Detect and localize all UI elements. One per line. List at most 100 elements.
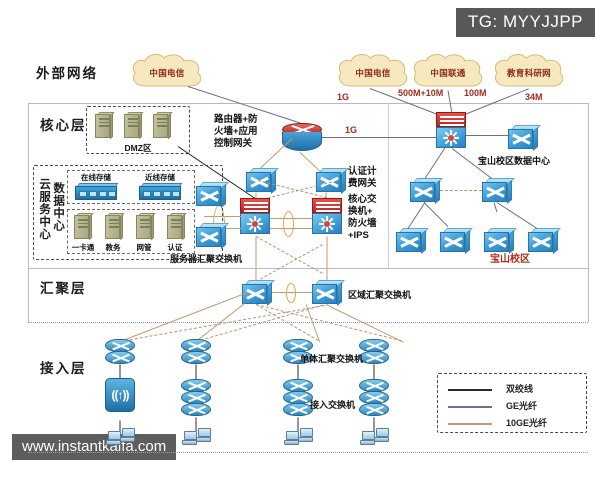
- app-server-card: [74, 213, 94, 241]
- legend-label-ge-fiber: GE光纤: [506, 401, 538, 411]
- link-core-left-to-regional-left: [255, 236, 257, 283]
- cloud-cernet: 教育科研网: [490, 52, 568, 94]
- baoshan-access-switch-4: [528, 228, 561, 254]
- cloud-shape-icon: [132, 53, 202, 87]
- client-pcs-2: [182, 428, 214, 445]
- callout-router: 路由器+防 火墙+应用 控制网关: [214, 114, 258, 149]
- client-pcs-4: [360, 428, 392, 445]
- storage-array-online: [75, 183, 119, 200]
- cloud-service-center-box: [33, 165, 223, 260]
- cloud-label: 中国电信: [355, 67, 391, 78]
- wifi-icon: ((↑)): [111, 388, 130, 402]
- dmz-server: [153, 112, 173, 140]
- link-core-right-to-regional-right: [326, 236, 328, 283]
- app-server-auth: [167, 213, 187, 241]
- storage-box: [67, 170, 195, 204]
- storage-label-online: 在线存储: [81, 173, 111, 182]
- wireless-access-point: ((↑)): [105, 378, 135, 412]
- data-center-label: 数据中心: [52, 182, 65, 232]
- regional-agg-switch-left: [242, 280, 275, 306]
- legend-swatch-twisted-pair: [448, 389, 492, 391]
- link-regional-left-to-single-1: [119, 292, 248, 342]
- label-regional-agg-switch: 区域汇聚交换机: [348, 290, 412, 300]
- dmz-label: DMZ区: [124, 143, 152, 153]
- auth-gateway-switch-left: [246, 168, 279, 194]
- server-agg-switch-bottom: [196, 223, 229, 249]
- legend-label-twisted-pair: 双绞线: [506, 384, 534, 394]
- storage-array-nearline: [139, 183, 183, 200]
- label-access-switch: 接入交换机: [310, 400, 356, 410]
- zone-label-external: 外部网络: [36, 66, 98, 81]
- link-core-right-to-regional-left: [255, 244, 323, 282]
- callout-core-switch: 核心交 换机+ 防火墙 +IPS: [348, 194, 377, 241]
- storage-label-nearline: 近线存储: [145, 173, 175, 182]
- label-single-agg-switch: 单体汇聚交换机: [300, 354, 364, 364]
- bandwidth-100m: 100M: [464, 88, 487, 98]
- label-server-agg-switch: 服务器汇聚交换机: [170, 254, 243, 264]
- access-switch-3: [283, 379, 313, 416]
- link-baoshan-core-to-dc: [466, 135, 510, 136]
- site-watermark: www.instantkaifa.com: [12, 434, 177, 460]
- cloud-shape-icon: [338, 53, 408, 87]
- legend-item-ge-fiber: GE光纤: [448, 399, 578, 413]
- bandwidth-500m: 500M+10M: [398, 88, 444, 98]
- cloud-label: 教育科研网: [506, 67, 551, 78]
- single-agg-switch-3: [283, 339, 313, 364]
- link-baoshan-core-to-agg-left: [424, 146, 447, 179]
- cloud-telecom-right: 中国电信: [334, 52, 412, 94]
- single-agg-switch-4: [359, 339, 389, 364]
- cloud-unicom: 中国联通: [409, 52, 487, 94]
- legend-swatch-ge-fiber: [448, 406, 492, 408]
- client-pcs-1: [106, 428, 138, 445]
- server-label-auth: 认证: [167, 243, 183, 252]
- auth-gateway-switch-right: [316, 168, 349, 194]
- regional-agg-switch-right: [312, 280, 345, 306]
- link-bundle-marker-core: [283, 211, 294, 237]
- cloud-label: 中国联通: [430, 67, 466, 78]
- server-label-academic: 教务: [105, 243, 121, 252]
- baoshan-agg-switch-right: [482, 178, 515, 204]
- access-switch-2: [181, 379, 211, 416]
- legend-item-twisted-pair: 双绞线: [448, 382, 578, 396]
- cloud-shape-icon: [413, 53, 483, 87]
- zone-label-access: 接入层: [40, 361, 87, 376]
- divider-core-aggregation: [28, 268, 588, 269]
- divider-aggregation-access: [28, 322, 588, 323]
- link-bundle-marker-regional: [286, 283, 296, 303]
- bandwidth-1g-left: 1G: [337, 92, 350, 102]
- legend-item-10ge-fiber: 10GE光纤: [448, 416, 578, 430]
- band-mid-divider: [388, 103, 389, 268]
- baoshan-access-switch-2: [440, 228, 473, 254]
- single-agg-switch-1: [105, 339, 135, 364]
- zone-label-aggregation: 汇聚层: [40, 281, 87, 296]
- cloud-service-center-label: 云服务中心: [38, 178, 51, 241]
- link-regional-right-to-single-1: [119, 304, 325, 342]
- label-baoshan-campus: 宝山校区: [490, 254, 530, 265]
- cloud-shape-icon: [494, 53, 564, 87]
- tg-watermark: TG: MYYJJPP: [455, 8, 595, 37]
- band-right-edge: [588, 103, 589, 322]
- cloud-label: 中国电信: [149, 67, 185, 78]
- label-baoshan-dc: 宝山校区数据中心: [478, 156, 551, 166]
- server-label-netmgmt: 网管: [136, 243, 152, 252]
- edge-router: [282, 123, 322, 151]
- app-server-academic: [105, 213, 125, 241]
- baoshan-agg-switch-left: [410, 178, 443, 204]
- bandwidth-1g-right: 1G: [345, 125, 358, 135]
- cloud-telecom-left: 中国电信: [128, 52, 206, 94]
- app-server-netmgmt: [136, 213, 156, 241]
- link-baoshan-agg-right-to-acc4: [496, 202, 538, 230]
- link-router-to-edge-switch: [322, 137, 450, 138]
- baoshan-core-switch: [436, 112, 466, 148]
- zone-label-core: 核心层: [40, 118, 87, 133]
- legend-box: 双绞线 GE光纤 10GE光纤: [437, 373, 587, 433]
- band-left-edge: [28, 103, 29, 322]
- legend-swatch-10ge-fiber: [448, 423, 492, 425]
- dmz-server: [124, 112, 144, 140]
- servers-box: [67, 209, 195, 254]
- divider-access-bottom: [28, 452, 588, 453]
- link-baoshan-agg-interconnect: [440, 190, 482, 191]
- link-router-to-auth-left: [259, 138, 293, 169]
- dmz-server: [95, 112, 115, 140]
